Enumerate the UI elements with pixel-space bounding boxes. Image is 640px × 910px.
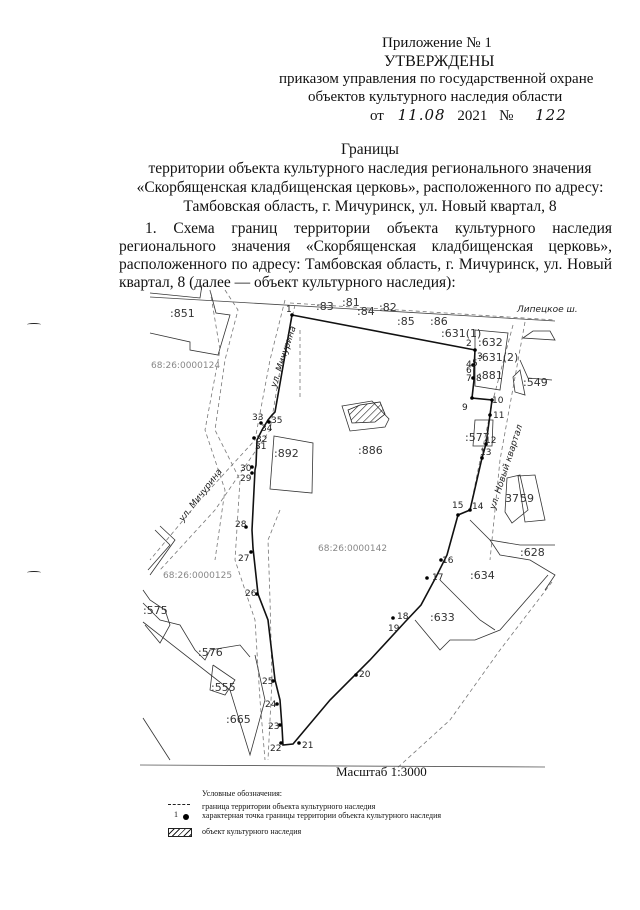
svg-text::577: :577	[465, 431, 490, 444]
point-label: 1	[286, 305, 292, 315]
svg-text::851: :851	[170, 307, 195, 320]
title-line-2: территории объекта культурного наследия …	[148, 160, 592, 177]
svg-text::575: :575	[143, 604, 168, 617]
order-line-2: объектов культурного наследия области	[308, 89, 563, 105]
cadastral-quarter-125: 68:26:0000125	[163, 571, 232, 581]
svg-text::628: :628	[520, 546, 545, 559]
svg-text:15: 15	[452, 501, 463, 511]
title-line-3: «Скорбященская кладбищенская церковь», р…	[136, 179, 604, 196]
svg-text:35: 35	[271, 416, 282, 426]
svg-text:34: 34	[261, 424, 273, 434]
svg-text:25: 25	[262, 677, 273, 687]
svg-text::83: :83	[316, 300, 334, 313]
svg-text::633: :633	[430, 611, 455, 624]
street-lipetskoe: Липецкое ш.	[516, 305, 578, 315]
date-prefix: от	[370, 108, 384, 124]
legend-boundary-label: граница территории объекта культурного н…	[202, 802, 376, 811]
svg-text:22: 22	[270, 744, 281, 754]
svg-text:13: 13	[480, 448, 491, 458]
legend-point-number: 1	[174, 810, 178, 819]
heritage-object-hatch	[347, 401, 386, 424]
paragraph-number: 1.	[145, 220, 157, 237]
svg-text:29: 29	[240, 474, 252, 484]
map-scale: Масштаб 1:3000	[336, 764, 427, 779]
svg-text:6: 6	[466, 366, 472, 376]
order-year: 2021	[457, 108, 488, 124]
svg-text:28: 28	[235, 520, 247, 530]
order-line-1: приказом управления по государственной о…	[279, 71, 594, 87]
appendix-number: Приложение № 1	[382, 35, 492, 51]
svg-text::634: :634	[470, 569, 495, 582]
svg-text::881: :881	[478, 369, 503, 382]
svg-text::82: :82	[379, 301, 397, 314]
hatch-icon	[168, 828, 192, 837]
svg-text:26: 26	[245, 589, 257, 599]
paragraph-text: Схема границ территории объекта культурн…	[119, 220, 613, 291]
handwritten-date: 11.08	[397, 106, 446, 124]
svg-text:18: 18	[397, 612, 409, 622]
svg-text:17: 17	[432, 573, 443, 583]
scheme-paragraph: 1. Схема границ территории объекта культ…	[119, 220, 612, 292]
legend-title: Условные обозначения:	[202, 789, 283, 798]
svg-text:20: 20	[359, 670, 371, 680]
order-date-line: от 11.08 2021 № 122	[370, 107, 567, 125]
svg-text:24: 24	[265, 700, 277, 710]
street-michurina-lower: ул. Мичурина	[177, 467, 225, 524]
svg-text::86: :86	[430, 315, 448, 328]
cadastral-quarter-124: 68:26:0000124	[151, 361, 220, 371]
territory-boundary	[251, 314, 493, 746]
svg-text:12: 12	[485, 436, 496, 446]
margin-mark	[27, 323, 41, 326]
document-title: Границы территории объекта культурного н…	[100, 140, 640, 216]
svg-text::631(1): :631(1)	[441, 327, 481, 340]
svg-text:19: 19	[388, 624, 400, 634]
svg-text:21: 21	[302, 741, 313, 751]
svg-text:4: 4	[466, 360, 472, 370]
svg-text::665: :665	[226, 713, 251, 726]
street-michurina-upper: ул. Мичурина	[269, 325, 299, 390]
svg-text:59: 59	[520, 492, 534, 505]
svg-text:8: 8	[476, 374, 482, 384]
svg-text::631(2): :631(2)	[478, 351, 518, 364]
title-line-1: Границы	[341, 141, 399, 158]
svg-text:3: 3	[477, 352, 483, 362]
svg-text::555: :555	[211, 681, 236, 694]
legend-point-symbol: 1	[174, 809, 189, 820]
svg-text:5: 5	[472, 359, 478, 369]
svg-text:27: 27	[238, 554, 249, 564]
svg-text::576: :576	[198, 646, 223, 659]
svg-text:37: 37	[505, 492, 519, 505]
margin-mark	[27, 571, 41, 574]
legend-point-label: характерная точка границы территории объ…	[202, 811, 442, 820]
svg-text::84: :84	[357, 305, 375, 318]
svg-text:32: 32	[256, 435, 267, 445]
svg-text:14: 14	[472, 502, 484, 512]
svg-text:2: 2	[466, 339, 472, 349]
svg-text::549: :549	[523, 376, 548, 389]
svg-text:16: 16	[442, 556, 454, 566]
svg-text:9: 9	[462, 403, 468, 413]
svg-text:30: 30	[240, 464, 252, 474]
svg-text:7: 7	[466, 374, 472, 384]
cadastral-quarter-142: 68:26:0000142	[318, 544, 387, 554]
svg-text::81: :81	[342, 296, 360, 309]
svg-text:23: 23	[268, 722, 279, 732]
legend-heritage-label: объект культурного наследия	[202, 827, 302, 836]
svg-text::85: :85	[397, 315, 415, 328]
approved-heading: УТВЕРЖДЕНЫ	[384, 53, 495, 70]
point-icon	[183, 814, 189, 820]
legend-boundary-symbol	[168, 804, 190, 805]
number-sign: №	[499, 108, 514, 124]
title-line-4: Тамбовская область, г. Мичуринск, ул. Но…	[183, 198, 557, 215]
svg-text:11: 11	[493, 411, 504, 421]
svg-text:33: 33	[252, 413, 263, 423]
svg-text:10: 10	[492, 396, 504, 406]
svg-text:31: 31	[255, 442, 266, 452]
handwritten-number: 122	[535, 106, 567, 124]
svg-text::886: :886	[358, 444, 383, 457]
svg-text::632: :632	[478, 336, 503, 349]
svg-text::892: :892	[274, 447, 299, 460]
